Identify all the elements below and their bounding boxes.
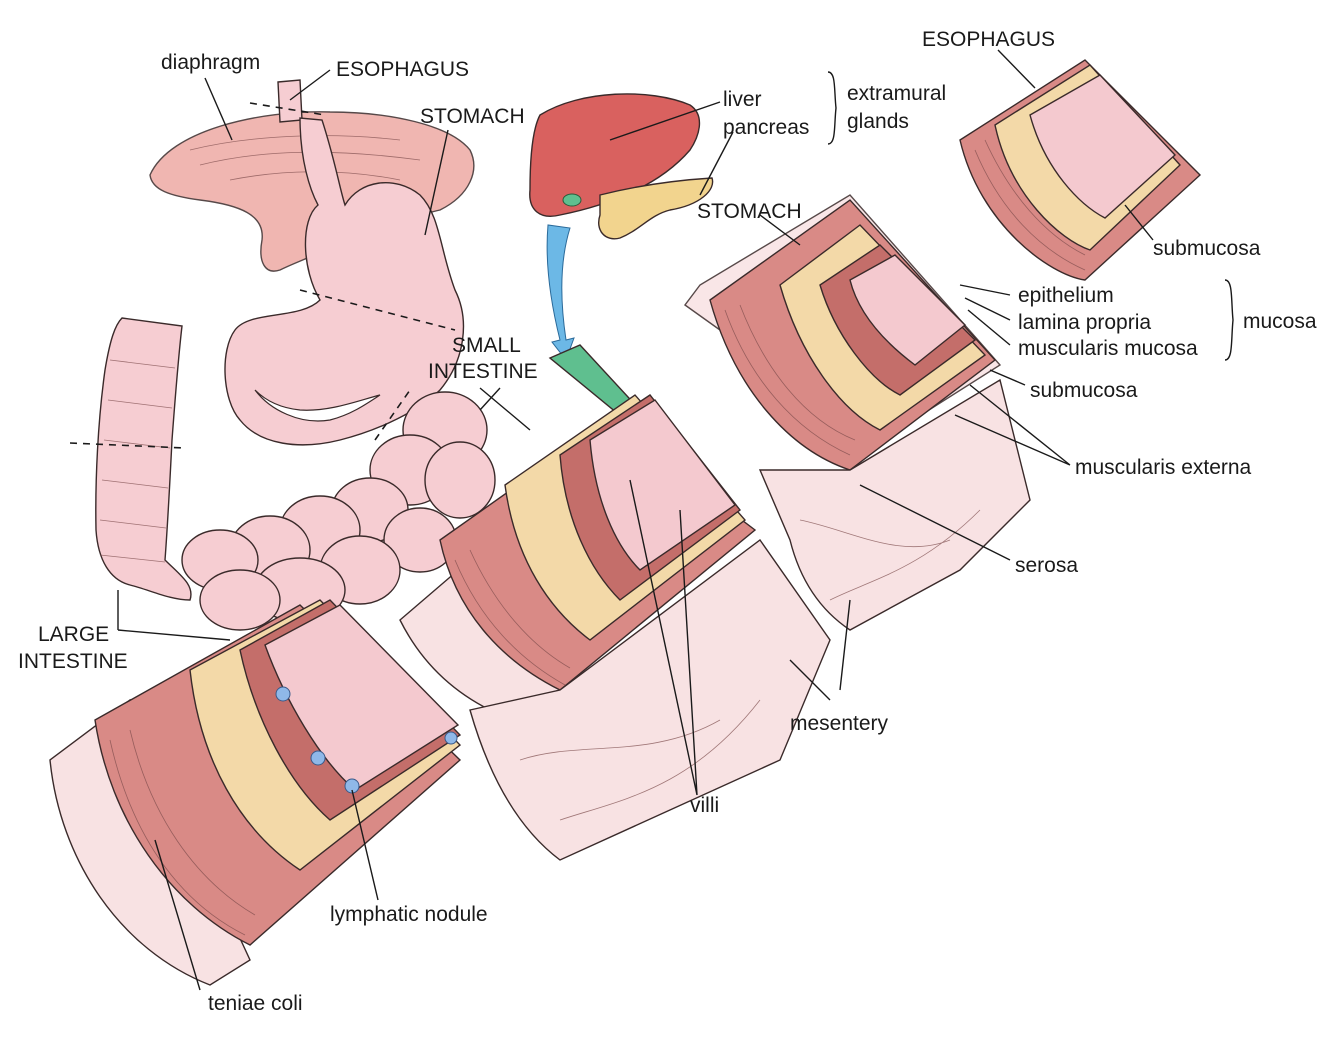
label-glands: glands xyxy=(847,110,909,133)
label-serosa: serosa xyxy=(1015,554,1078,577)
label-epithelium: epithelium xyxy=(1018,284,1114,307)
label-mesentery: mesentery xyxy=(790,712,889,735)
label-muscularis-externa: muscularis externa xyxy=(1075,456,1252,479)
label-lymphatic-nodule: lymphatic nodule xyxy=(330,903,488,926)
stomach-mesentery xyxy=(758,378,1031,631)
label-submucosa-top: submucosa xyxy=(1153,237,1261,260)
esophagus-tube xyxy=(277,79,303,123)
lymphatic-nodules xyxy=(275,686,458,794)
label-small-intestine-2: INTESTINE xyxy=(428,360,538,383)
label-stomach-mid: STOMACH xyxy=(697,200,802,223)
label-pancreas: pancreas xyxy=(723,116,809,139)
stomach-section xyxy=(684,194,1002,471)
large-intestine-colon xyxy=(95,317,192,601)
pancreas-illustration xyxy=(598,177,714,240)
label-extramural: extramural xyxy=(847,82,946,105)
small-intestine-mesentery xyxy=(469,539,831,861)
liver-illustration xyxy=(529,93,701,217)
label-teniae-coli: teniae coli xyxy=(208,992,303,1015)
label-liver: liver xyxy=(723,88,762,111)
label-stomach-left: STOMACH xyxy=(420,105,525,128)
label-esophagus-left: ESOPHAGUS xyxy=(336,58,469,81)
label-mucosa: mucosa xyxy=(1243,310,1317,333)
label-esophagus-right: ESOPHAGUS xyxy=(922,28,1055,51)
esophagus-section xyxy=(959,59,1202,281)
label-large-intestine-2: INTESTINE xyxy=(18,650,128,673)
label-submucosa-mid: submucosa xyxy=(1030,379,1138,402)
label-muscularis-mucosa: muscularis mucosa xyxy=(1018,337,1198,360)
stomach-illustration xyxy=(224,117,465,446)
brackets xyxy=(827,71,1234,361)
label-lamina-propria: lamina propria xyxy=(1018,311,1151,334)
text-labels: diaphragm ESOPHAGUS STOMACH liver pancre… xyxy=(18,28,1317,1015)
large-intestine-section xyxy=(49,599,462,986)
label-large-intestine-1: LARGE xyxy=(38,623,109,646)
leader-lines xyxy=(117,49,1154,991)
label-diaphragm: diaphragm xyxy=(161,51,260,74)
small-intestine-section xyxy=(399,394,757,711)
label-villi: villi xyxy=(690,794,719,817)
secretion-arrow-icon xyxy=(546,224,575,362)
label-small-intestine-1: SMALL xyxy=(452,334,521,357)
